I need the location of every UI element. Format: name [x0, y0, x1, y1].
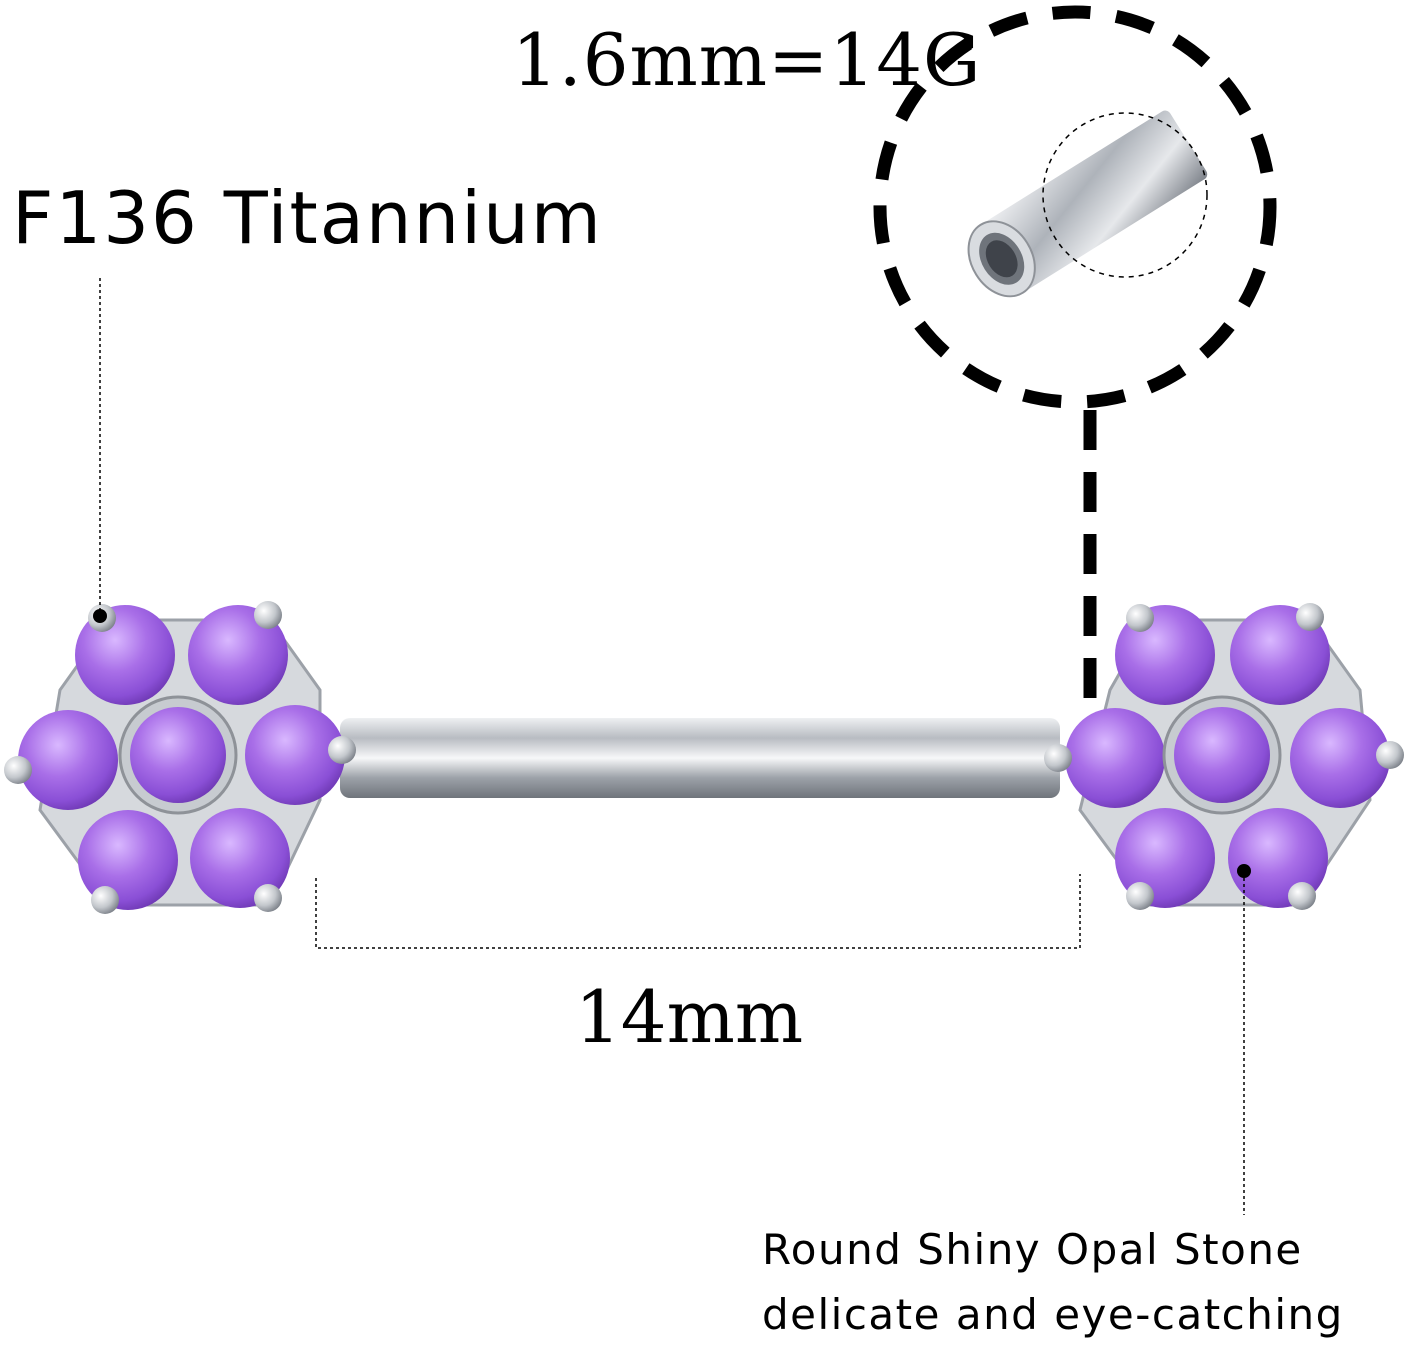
length-label: 14mm [575, 975, 804, 1059]
material-label: F136 Titannium [12, 176, 603, 260]
flower-left [4, 601, 356, 914]
stone-label-line1: Round Shiny Opal Stone [762, 1225, 1303, 1274]
length-dimension [315, 874, 1081, 949]
stone-label-line2: delicate and eye-catching [762, 1290, 1344, 1339]
stone-callout-line [1237, 864, 1251, 1215]
material-callout-line [93, 278, 107, 623]
flower-right [1044, 603, 1404, 910]
zoom-circle [873, 5, 1277, 708]
barbell-bar [340, 718, 1060, 798]
gauge-label: 1.6mm=14G [512, 18, 982, 102]
